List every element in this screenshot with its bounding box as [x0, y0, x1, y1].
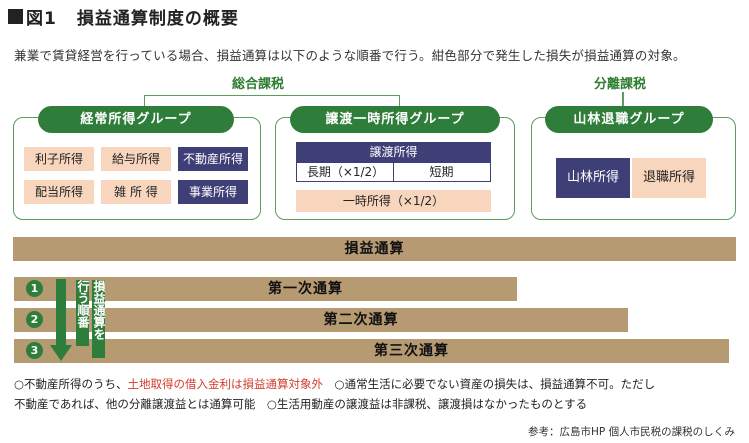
source-reference: 参考：広島市HP 個人市民税の課税のしくみ: [528, 426, 735, 438]
figure-title-text: 損益通算制度の概要: [76, 9, 239, 29]
long-term-transfer: 長期（×1/2）: [298, 163, 394, 181]
order-label-line1: 行う順番: [76, 280, 90, 346]
separate-tax-label: 分離課税: [594, 77, 647, 92]
dividend-income: 配当所得: [24, 180, 94, 204]
figure-number: 図1: [26, 9, 57, 29]
ordinary-income-group-title: 経常所得グループ: [38, 106, 234, 133]
combined-tax-label: 総合課税: [232, 77, 285, 92]
square-icon: [8, 9, 23, 24]
occasional-income: 一時所得（×1/2）: [296, 190, 491, 212]
note-line-1: ○不動産所得のうち、土地取得の借入金利は損益通算対象外 ○通常生活に必要でない資…: [14, 376, 655, 392]
order-label-line2: 損益通算を: [92, 280, 106, 358]
step-number-2: 2: [26, 311, 43, 328]
note-line-2: 不動産であれば、他の分離譲渡益とは通算可能 ○生活用動産の譲渡益は非課税、譲渡損…: [14, 397, 588, 411]
description: 兼業で賃貸経営を行っている場合、損益通算は以下のような順番で行う。紺色部分で発生…: [14, 48, 686, 63]
interest-income: 利子所得: [24, 147, 94, 171]
step-bar-3: 第三次通算: [14, 339, 729, 363]
business-income: 事業所得: [178, 180, 248, 204]
transfer-income-header: 譲渡所得: [296, 142, 491, 162]
forest-retirement-group-title: 山林退職グループ: [545, 106, 713, 133]
forest-income: 山林所得: [556, 158, 630, 198]
real-estate-income: 不動産所得: [178, 147, 248, 171]
separate-tax-connector: [622, 92, 624, 108]
step-bar-2: 第二次通算: [14, 308, 628, 332]
step-number-3: 3: [26, 342, 43, 359]
retirement-income: 退職所得: [632, 158, 706, 198]
salary-income: 給与所得: [101, 147, 171, 171]
transfer-income-group-title: 譲渡一時所得グループ: [290, 106, 500, 133]
note-1-highlight: 土地取得の借入金利は損益通算対象外: [127, 377, 324, 391]
order-arrow-icon: [50, 279, 72, 361]
figure-title: 図1 損益通算制度の概要: [8, 4, 239, 29]
loss-offset-total-bar: 損益通算: [13, 237, 736, 261]
short-term-transfer: 短期: [429, 165, 454, 179]
misc-income: 雑 所 得: [101, 180, 171, 204]
note-1-continuation: ○通常生活に必要でない資産の損失は、損益通算不可。ただし: [323, 377, 656, 391]
note-1-text: ○不動産所得のうち、: [14, 377, 128, 391]
step-number-1: 1: [26, 280, 43, 297]
combined-tax-bracket: [144, 95, 400, 107]
